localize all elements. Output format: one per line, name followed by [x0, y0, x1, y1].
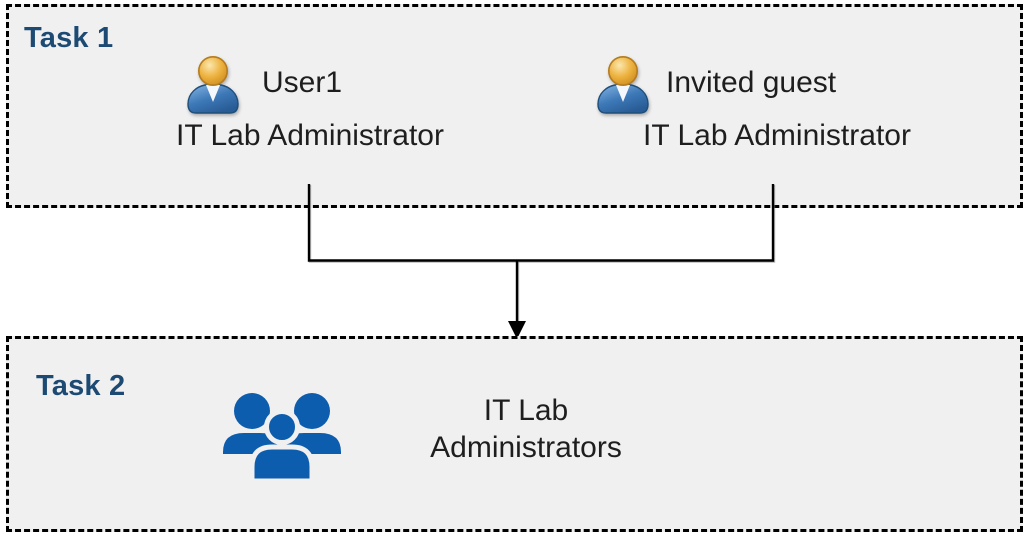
group-label: IT Lab Administrators	[396, 392, 656, 466]
group-label-line1: IT Lab	[483, 394, 569, 427]
user2-role: IT Lab Administrator	[643, 119, 911, 152]
group-label-line2: Administrators	[430, 431, 622, 464]
task2-box	[6, 336, 1023, 532]
user2-name: Invited guest	[666, 66, 837, 99]
group-icon	[223, 393, 341, 483]
user-icon	[187, 56, 239, 114]
user-icon	[597, 56, 649, 114]
task1-title: Task 1	[24, 22, 114, 54]
task2-title: Task 2	[36, 370, 126, 402]
task1-box	[6, 4, 1023, 208]
user1-role: IT Lab Administrator	[176, 119, 444, 152]
user1-name: User1	[262, 66, 343, 99]
